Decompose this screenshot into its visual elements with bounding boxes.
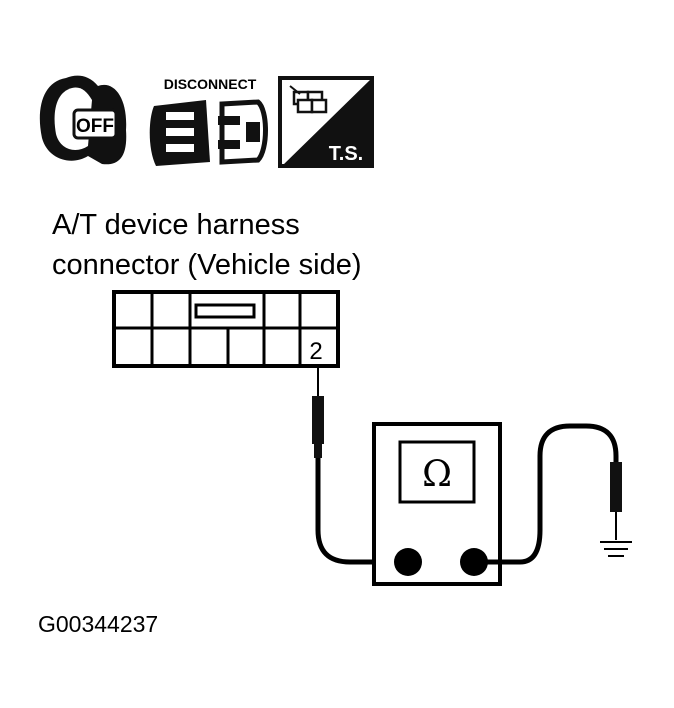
left-lead-wire	[315, 458, 404, 565]
small-connector-icon	[289, 85, 328, 114]
ground-icon	[600, 541, 632, 557]
meter-display	[398, 440, 476, 504]
ts-icon: T.S.	[278, 76, 374, 168]
connector-title-line1: A/T device harness	[52, 209, 300, 241]
ohm-symbol: Ω	[422, 454, 452, 495]
ignition-off-label: OFF	[76, 116, 114, 137]
connector-latch	[194, 303, 256, 319]
ts-label: T.S.	[329, 143, 363, 165]
meter-terminal-left	[394, 548, 422, 576]
left-probe	[312, 366, 324, 458]
disconnect-icon: DISCONNECT	[149, 76, 268, 166]
right-lead-wire	[474, 423, 619, 565]
ohmmeter: Ω	[372, 422, 502, 586]
connector-title-line2: connector (Vehicle side)	[52, 249, 362, 281]
right-probe	[610, 462, 622, 540]
pin-2-label: 2	[309, 338, 322, 365]
disconnect-label: DISCONNECT	[164, 76, 257, 92]
ignition-off-icon: OFF	[39, 75, 127, 165]
harness-connector: 2	[112, 290, 340, 368]
figure-id: G00344237	[38, 611, 159, 637]
